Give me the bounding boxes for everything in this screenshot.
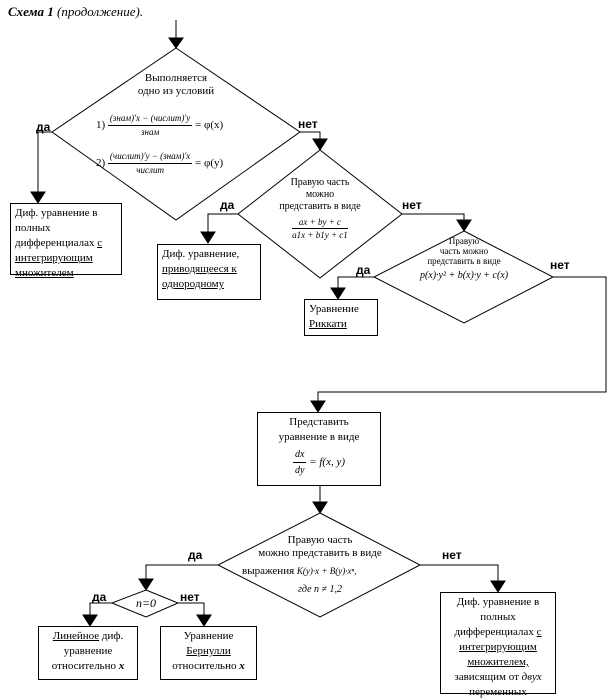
d3-yes-label: да [356, 263, 371, 277]
d2-yes-label: да [220, 198, 235, 212]
diamond-condition-2 [237, 149, 403, 279]
diamond-condition-5 [110, 589, 180, 618]
d4-yes-label: да [188, 548, 203, 562]
box-two-variable-integrating-factor: Диф. уравнение в полных дифференциалах с… [440, 592, 556, 698]
d5-text: n=0 [135, 596, 157, 610]
d4-condition: где n ≠ 1,2 [297, 584, 342, 595]
diamond-condition-3 [372, 230, 555, 324]
d1-no-label: нет [298, 117, 318, 131]
box-total-diff-integrating-factor: Диф. уравнение в полных дифференциалах с… [10, 203, 122, 279]
box-reducible-to-homogeneous: Диф. уравнение,приводящееся к однородном… [157, 244, 261, 300]
d4-expression: выражения K(y)·x + B(y)·xⁿ, [242, 565, 357, 577]
d1-yes-label: да [36, 120, 51, 134]
d2-no-label: нет [402, 198, 422, 212]
diamond-condition-4 [216, 512, 422, 618]
d4-no-label: нет [442, 548, 462, 562]
d5-no-label: нет [180, 590, 200, 604]
d3-expression: p(x)·y² + b(x)·y + c(x) [419, 270, 509, 281]
arrow-icon [168, 37, 184, 49]
diagram-title: Схема 1 (продолжение). [8, 4, 144, 19]
box-linear-equation: Линейное диф. уравнение относительно x [38, 626, 138, 680]
diamond-condition-1 [51, 47, 301, 221]
d3-no-label: нет [550, 258, 570, 272]
d5-yes-label: да [92, 590, 107, 604]
